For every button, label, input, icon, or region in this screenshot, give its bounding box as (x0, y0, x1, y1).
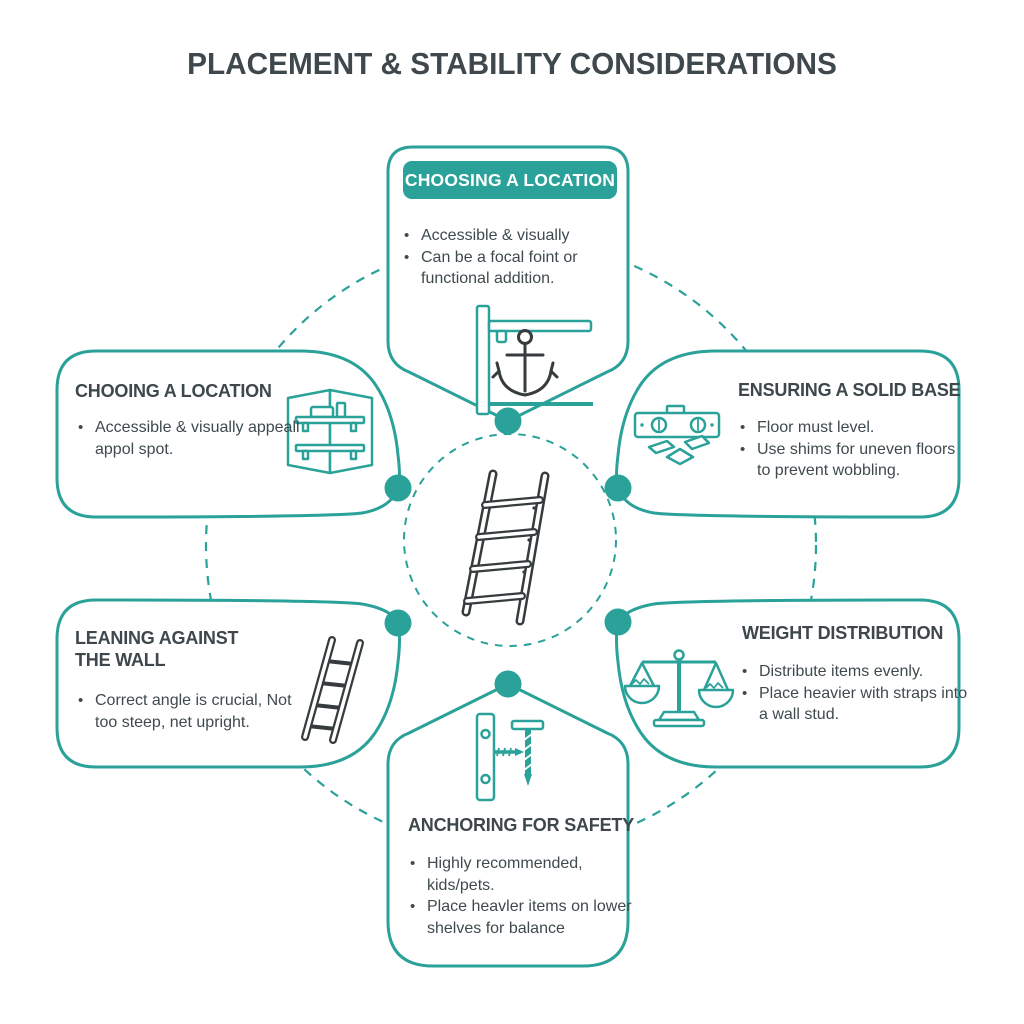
connector-dot-right-lower (604, 608, 632, 636)
bubble-bottom (386, 682, 630, 968)
bullet-text: Accessible & visually appeall appol spot… (95, 419, 300, 458)
box-left-lower-heading: LEANING AGAINST THE WALL (75, 628, 239, 670)
page-title: PLACEMENT & STABILITY CONSIDERATIONS (187, 46, 837, 81)
wall-anchor-screw-icon (475, 712, 545, 802)
bullet-dot: • (410, 898, 416, 915)
bullet-text: Highly recommended, kids/pets. (427, 855, 583, 894)
connector-dot-left-lower (384, 609, 412, 637)
bullet-item: • Accessible & visually (404, 225, 610, 247)
bullet-dot: • (404, 227, 410, 244)
bullet-dot: • (78, 419, 84, 436)
box-right-upper-bullet-list: • Floor must level. • Use shims for unev… (740, 417, 966, 482)
bullet-item: • Floor must level. (740, 417, 966, 439)
bullet-text: Place heavier with straps into a wall st… (759, 684, 968, 724)
leaning-ladder-icon (301, 636, 364, 744)
spirit-level-icon (633, 404, 721, 466)
corner-shelf-icon (286, 388, 374, 475)
bullet-dot: • (740, 419, 746, 436)
bullet-text: Accessible & visually (421, 227, 570, 244)
bullet-dot: • (404, 248, 410, 266)
bullet-text: Floor must level. (757, 419, 875, 436)
bullet-text: Distribute items evenly. (759, 663, 924, 680)
bullet-text: Can be a focal foint or functional addit… (421, 248, 578, 288)
bullet-dot: • (78, 692, 84, 709)
box-bottom-bullet-list: • Highly recommended, kids/pets. • Place… (410, 853, 638, 939)
bullet-item: • Can be a focal foint or functional add… (404, 247, 610, 290)
bullet-dot: • (410, 855, 416, 872)
bullet-dot: • (740, 440, 746, 458)
box-right-lower-bullet-list: • Distribute items evenly. • Place heavi… (742, 661, 968, 726)
box-left-upper-bullet-list: • Accessible & visually appeall appol sp… (78, 417, 300, 460)
connector-dot-top (494, 407, 522, 435)
bullet-dot: • (742, 684, 748, 702)
bullet-text: Correct angle is crucial, Not too steep,… (95, 692, 292, 731)
box-bottom-heading: ANCHORING FOR SAFETY (408, 815, 635, 835)
connector-dot-right-upper (604, 474, 632, 502)
connector-dot-left-upper (384, 474, 412, 502)
bullet-item: • Distribute items evenly. (742, 661, 968, 683)
box-left-upper-heading: CHOOING A LOCATION (75, 381, 272, 401)
bullet-item: • Place heavler items on lower shelves f… (410, 896, 638, 939)
bullet-text: Place heavler items on lower shelves for… (427, 898, 632, 937)
connector-dot-bottom (494, 670, 522, 698)
box-top-heading: CHOOSING A LOCATION (403, 161, 617, 199)
ladder-icon (461, 469, 550, 626)
box-top-bullet-list: • Accessible & visually • Can be a focal… (404, 225, 610, 290)
bubble-top (386, 145, 630, 423)
bullet-item: • Place heavier with straps into a wall … (742, 683, 968, 726)
bullet-item: • Correct angle is crucial, Not too stee… (78, 690, 294, 733)
box-right-upper-heading: ENSURING A SOLID BASE (738, 380, 961, 400)
bullet-text: Use shims for uneven floors to prevent w… (757, 440, 956, 480)
box-left-lower-bullet-list: • Correct angle is crucial, Not too stee… (78, 690, 294, 733)
balance-scale-icon (623, 649, 735, 728)
bullet-item: • Accessible & visually appeall appol sp… (78, 417, 300, 460)
bubble-right-upper (615, 349, 961, 519)
bullet-item: • Use shims for uneven floors to prevent… (740, 439, 966, 482)
box-right-lower-heading: WEIGHT DISTRIBUTION (742, 623, 944, 643)
center-dashed-circle (403, 433, 617, 647)
bullet-item: • Highly recommended, kids/pets. (410, 853, 638, 896)
anchor-bracket-icon (475, 304, 593, 416)
bullet-dot: • (742, 663, 748, 680)
